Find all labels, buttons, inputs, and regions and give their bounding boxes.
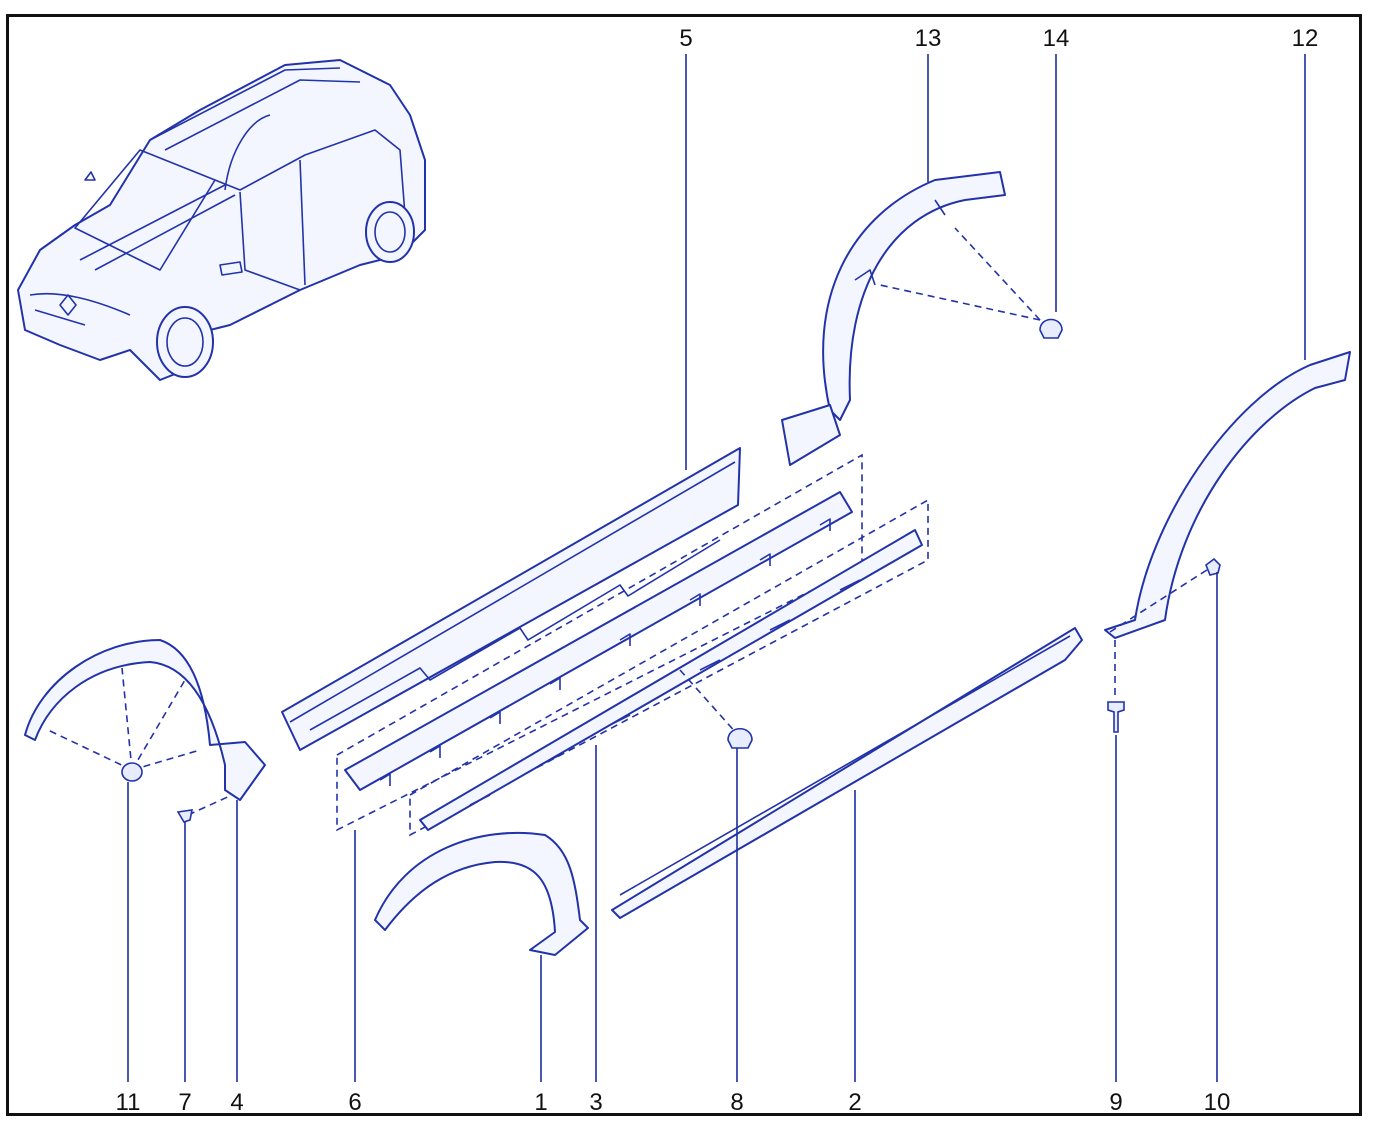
part-11-clip xyxy=(121,762,143,782)
part-1-front-wheel-arch-molding xyxy=(374,831,589,956)
callout-8: 8 xyxy=(730,1089,743,1116)
callout-3: 3 xyxy=(589,1089,602,1116)
callout-2: 2 xyxy=(848,1089,861,1116)
part-10-clip xyxy=(1205,557,1221,576)
part-14-clip xyxy=(1039,318,1063,339)
part-2-lower-sill-molding xyxy=(611,627,1083,919)
diagram-frame xyxy=(6,14,1362,1116)
fastener-arrow-11d xyxy=(131,749,201,771)
callout-4: 4 xyxy=(230,1089,243,1116)
fastener-arrow-13b xyxy=(954,227,1041,321)
fastener-arrow-11c xyxy=(131,679,186,771)
callout-7: 7 xyxy=(178,1089,191,1116)
part-8-clip xyxy=(727,727,753,749)
part-12-rear-wheel-arch-molding xyxy=(1104,351,1351,639)
part-13-front-wheel-arch-molding xyxy=(781,171,1006,466)
fastener-arrow-8 xyxy=(679,669,739,736)
callout-5: 5 xyxy=(679,25,692,52)
callout-1: 1 xyxy=(534,1089,547,1116)
fastener-arrow-11a xyxy=(47,729,133,771)
fastener-arrow-11b xyxy=(121,667,133,771)
fastener-arrow-12 xyxy=(1109,567,1211,633)
part-6-retaining-clips-strip xyxy=(344,491,853,791)
callout-10: 10 xyxy=(1204,1089,1231,1116)
part-5-sill-finisher xyxy=(281,447,741,751)
callout-13: 13 xyxy=(915,25,942,52)
fastener-arrow-13a xyxy=(879,284,1041,321)
part-4-wheel-arch-molding xyxy=(24,639,266,801)
part-9-screw xyxy=(1107,701,1125,733)
part-7-screw xyxy=(176,809,194,823)
group-outline-3 xyxy=(409,498,929,837)
leader-lines xyxy=(127,54,1306,1082)
part-3-lower-retaining-strip xyxy=(419,529,923,831)
callout-11: 11 xyxy=(116,1089,141,1116)
callout-6: 6 xyxy=(348,1089,361,1116)
fastener-arrow-7 xyxy=(187,794,233,816)
callout-14: 14 xyxy=(1043,25,1070,52)
callout-9: 9 xyxy=(1109,1089,1122,1116)
vehicle-overview-illustration xyxy=(17,59,426,381)
callout-12: 12 xyxy=(1292,25,1319,52)
